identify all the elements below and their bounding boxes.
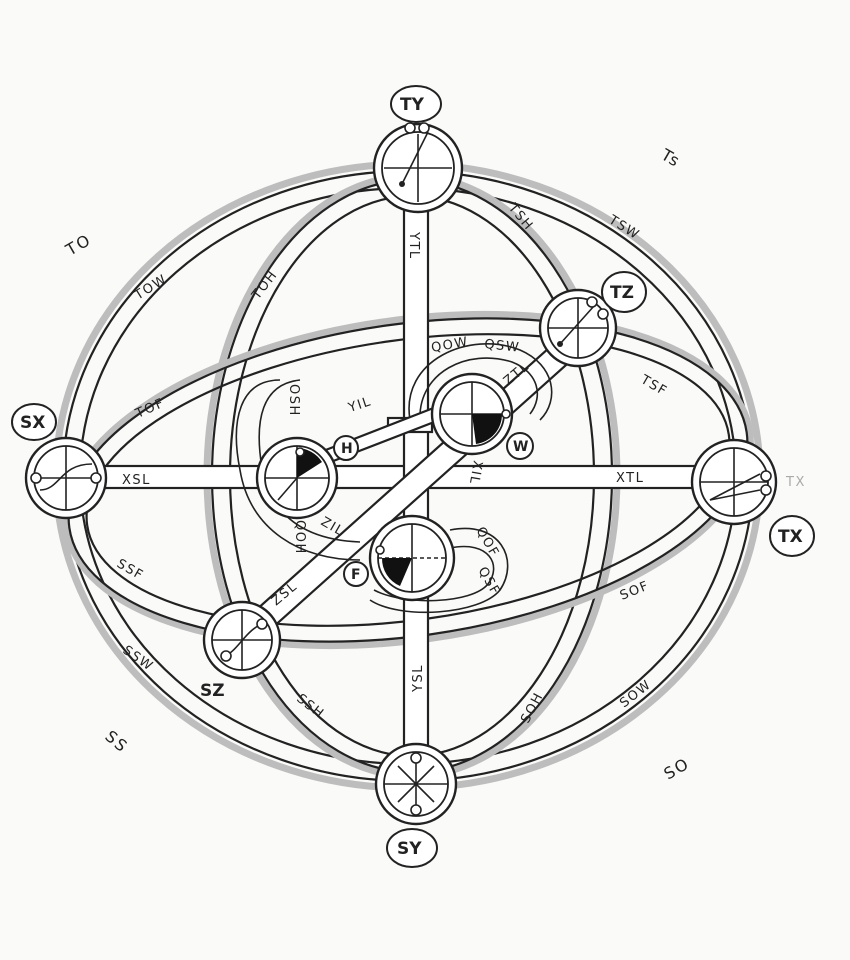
hub-sz — [202, 600, 282, 680]
hub-sy — [374, 742, 458, 826]
hub-ty — [372, 122, 464, 214]
region-ts: Ts — [657, 145, 684, 172]
label-qsf: QSF — [475, 565, 503, 599]
hub-f — [368, 514, 456, 602]
badge-sx-text: SX — [20, 413, 45, 433]
label-xsl: XSL — [122, 473, 151, 488]
label-ssf: SSF — [114, 556, 146, 583]
label-ytl: YTL — [406, 231, 421, 260]
badge-ty-text: TY — [400, 95, 425, 115]
label-ssh: SSH — [294, 691, 327, 722]
label-ssw: SSW — [120, 643, 156, 675]
badge-tx-text: TX — [778, 527, 803, 547]
label-qof: QOF — [473, 525, 502, 561]
region-ss: SS — [101, 727, 132, 757]
hub-tx — [690, 438, 778, 526]
node-w-text: W — [513, 439, 528, 455]
badge-ty: TY — [390, 85, 442, 123]
node-f-text: F — [351, 567, 361, 583]
label-tsf: TSF — [637, 372, 670, 400]
badge-tz: TZ — [601, 271, 647, 313]
node-h-text: H — [341, 441, 353, 457]
badge-sz: SZ — [200, 681, 225, 701]
badge-sy-text: SY — [397, 839, 422, 859]
label-qow: QOW — [430, 335, 470, 356]
label-xtl: XTL — [616, 471, 644, 486]
badge-sz-text: SZ — [200, 681, 225, 701]
hub-sx — [24, 436, 108, 520]
node-h: H — [333, 435, 359, 461]
label-qoh: QOH — [292, 520, 307, 555]
node-f: F — [343, 561, 369, 587]
hub-w — [430, 372, 514, 456]
badge-tz-text: TZ — [610, 283, 634, 303]
region-so: SO — [661, 754, 694, 784]
label-yil: YIL — [346, 394, 374, 416]
badge-sy: SY — [386, 828, 438, 868]
hub-h — [255, 436, 339, 520]
region-to: TO — [62, 230, 95, 260]
label-ysl: YSL — [411, 664, 426, 693]
label-xil: XIL — [466, 459, 485, 486]
badge-tx: TX — [769, 515, 815, 557]
label-tx-faint: TX — [785, 475, 806, 490]
node-w: W — [506, 432, 534, 460]
badge-sx: SX — [11, 403, 57, 441]
label-qsw: QSW — [484, 337, 521, 356]
hub-tz — [538, 288, 618, 368]
label-osh: OSH — [286, 384, 301, 417]
